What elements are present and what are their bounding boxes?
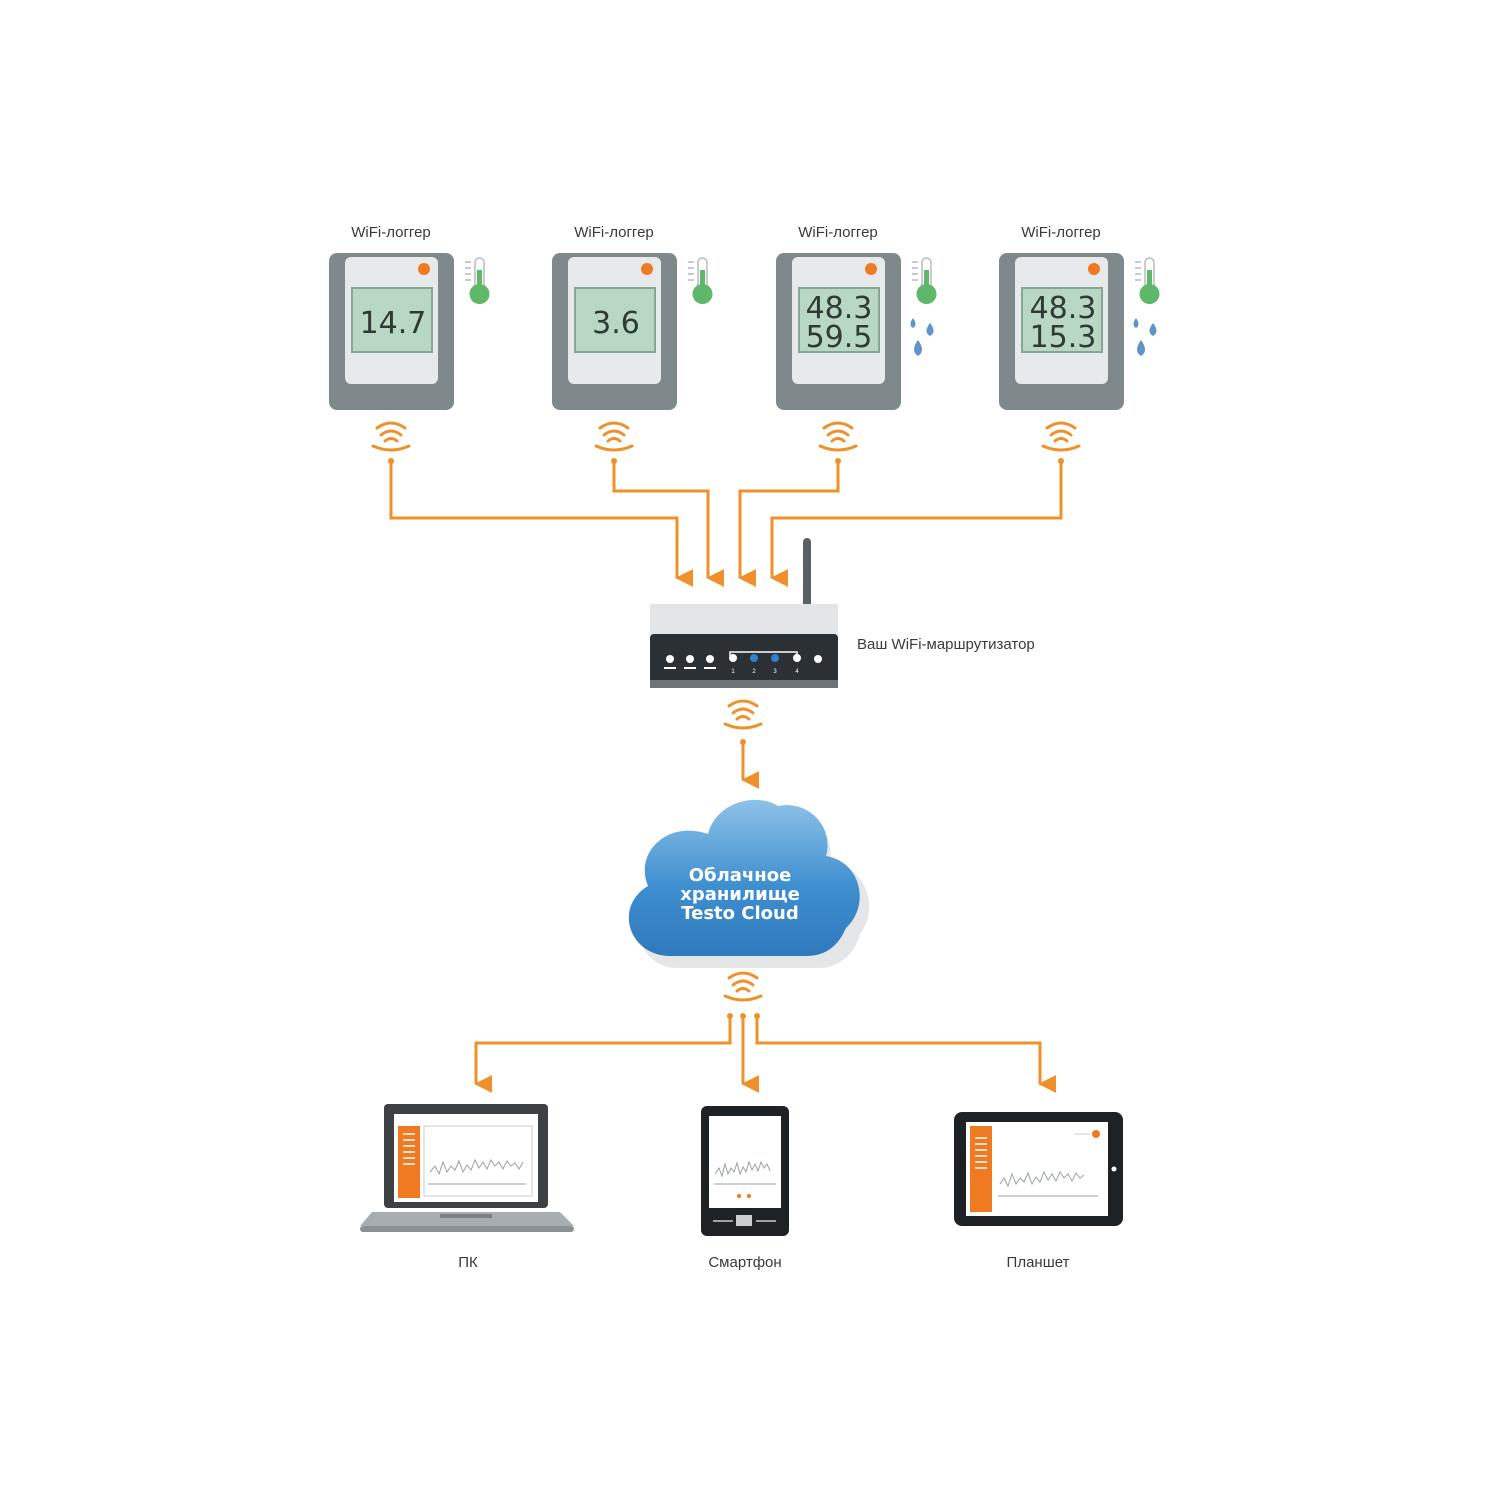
logger-label: WiFi-логгер: [1021, 224, 1101, 241]
smartphone-icon: [701, 1106, 789, 1236]
wifi-signal-icon: [1041, 421, 1081, 452]
testo-logo-icon: [865, 263, 877, 275]
connector-line: [389, 462, 694, 587]
router-front-panel: [650, 634, 838, 686]
testo-logo-icon: [418, 263, 430, 275]
wifi-signal-icon: [371, 421, 411, 452]
humidity-drops-icon: [910, 318, 934, 356]
port-led-icon: [771, 654, 779, 662]
wifi-logger-2: WiFi-логгер 3.6: [552, 224, 713, 464]
logger-connectors: [389, 462, 1063, 587]
status-led-icon: [706, 655, 714, 663]
cloud-text-1: Облачное: [689, 865, 792, 886]
power-led-icon: [814, 655, 822, 663]
tablet-icon: [954, 1112, 1123, 1226]
thermometer-icon: [1135, 257, 1160, 304]
antenna-icon: [803, 538, 811, 608]
display-value: 3.6: [592, 306, 640, 341]
logger-label: WiFi-логгер: [351, 224, 431, 241]
connector-line: [474, 1016, 732, 1093]
display-value-1: 48.3: [1030, 291, 1097, 326]
cloud-storage: Облачное хранилище Testo Cloud: [628, 799, 870, 968]
laptop-icon: [360, 1104, 574, 1232]
thermometer-icon: [688, 257, 713, 304]
cloud-icon: [628, 799, 860, 956]
cloud-text-2: хранилище: [680, 884, 800, 905]
connector-line: [738, 462, 840, 587]
wifi-logger-3: WiFi-логгер 48.3 59.5: [776, 224, 937, 464]
port-led-icon: [793, 654, 801, 662]
wifi-router: 1 2 3 4 Ваш WiFi-маршрутизатор: [650, 538, 1035, 688]
display-value-2: 59.5: [806, 320, 873, 355]
device-label-tablet: Планшет: [1007, 1254, 1070, 1271]
display-value-2: 15.3: [1030, 320, 1097, 355]
testo-logo-icon: [641, 263, 653, 275]
wifi-logger-1: WiFi-логгер 14.7: [329, 224, 490, 464]
wifi-signal-icon: [818, 421, 858, 452]
logger-display: [574, 287, 656, 353]
wifi-logger-4: WiFi-логгер 48.3 15.3: [999, 224, 1160, 464]
wifi-signal-icon: [723, 699, 763, 730]
router-label: Ваш WiFi-маршрутизатор: [857, 636, 1035, 653]
logger-display: [1021, 287, 1103, 353]
connector-line: [755, 1016, 1057, 1093]
port-number: 4: [795, 669, 799, 675]
device-label-smartphone: Смартфон: [708, 1254, 781, 1271]
display-value: 14.7: [360, 306, 427, 341]
device-label-pc: ПК: [458, 1254, 478, 1271]
port-number: 3: [773, 669, 777, 675]
logger-label: WiFi-логгер: [574, 224, 654, 241]
testo-logo-icon: [1088, 263, 1100, 275]
humidity-drops-icon: [1133, 318, 1157, 356]
port-led-icon: [729, 654, 737, 662]
connector-line: [612, 462, 725, 587]
display-value-1: 48.3: [806, 291, 873, 326]
status-led-icon: [666, 655, 674, 663]
thermometer-icon: [465, 257, 490, 304]
logger-display: [351, 287, 433, 353]
port-led-icon: [750, 654, 758, 662]
connector-line: [770, 462, 1063, 587]
port-number: 1: [731, 669, 735, 675]
thermometer-icon: [912, 257, 937, 304]
cloud-text-3: Testo Cloud: [681, 903, 799, 924]
logger-label: WiFi-логгер: [798, 224, 878, 241]
logger-display: [798, 287, 880, 353]
wifi-signal-icon: [723, 971, 763, 1002]
device-connectors: [474, 1013, 1057, 1093]
port-number: 2: [752, 669, 756, 675]
status-led-icon: [686, 655, 694, 663]
wifi-signal-icon: [594, 421, 634, 452]
